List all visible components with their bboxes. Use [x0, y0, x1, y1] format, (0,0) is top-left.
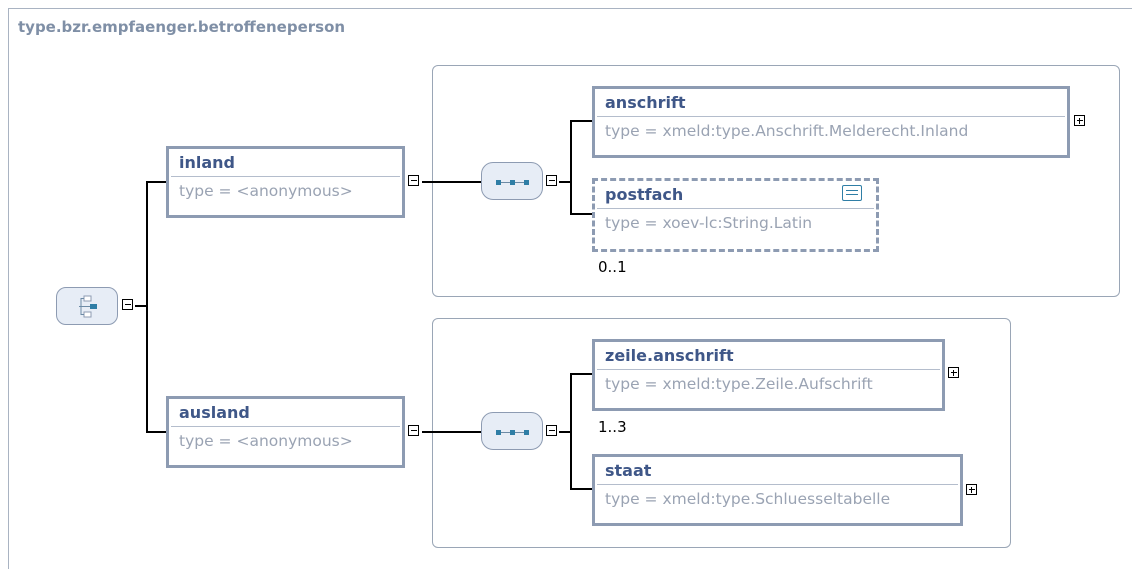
connector [570, 488, 592, 490]
connector [135, 305, 147, 307]
choice-symbol [79, 295, 97, 318]
connector [570, 373, 572, 489]
expand-zeile-anschrift-plus-box-icon[interactable] [948, 367, 959, 378]
collapse-ausland-minus-box-icon[interactable] [408, 425, 419, 436]
connector [570, 120, 572, 214]
element-type: type = xoev-lc:String.Latin [605, 214, 813, 232]
element-name: anschrift [595, 89, 1067, 117]
connector [559, 431, 571, 433]
expand-staat-plus-box-icon[interactable] [966, 484, 977, 495]
sequence-symbol [496, 180, 530, 185]
element-name: inland [169, 149, 402, 177]
connector [570, 120, 592, 122]
sequence-compositor-icon[interactable] [481, 162, 543, 200]
connector [146, 181, 166, 183]
collapse-sequence-minus-box-icon[interactable] [546, 175, 557, 186]
element-name: ausland [169, 399, 402, 427]
documentation-icon[interactable] [842, 185, 862, 201]
element-type: type = xmeld:type.Schluesseltabelle [605, 490, 891, 508]
element-staat[interactable]: staat type = xmeld:type.Schluesseltabell… [592, 454, 963, 526]
connector [559, 181, 571, 183]
collapse-choice-minus-box-icon[interactable] [122, 299, 133, 310]
diagram-frame [8, 8, 1132, 569]
sequence-symbol [496, 430, 530, 435]
connector [570, 373, 592, 375]
element-name: postfach [595, 181, 876, 209]
element-type: type = <anonymous> [179, 182, 353, 200]
occurrence-label: 0..1 [598, 258, 627, 276]
element-inland[interactable]: inland type = <anonymous> [166, 146, 405, 218]
connector [146, 181, 148, 431]
element-postfach[interactable]: postfach type = xoev-lc:String.Latin [592, 178, 879, 252]
sequence-compositor-icon[interactable] [481, 412, 543, 450]
element-type: type = <anonymous> [179, 432, 353, 450]
collapse-inland-minus-box-icon[interactable] [408, 175, 419, 186]
occurrence-label: 1..3 [598, 418, 627, 436]
element-type: type = xmeld:type.Zeile.Aufschrift [605, 375, 873, 393]
expand-anschrift-plus-box-icon[interactable] [1074, 115, 1085, 126]
connector [422, 181, 481, 183]
choice-compositor-icon[interactable] [56, 287, 118, 325]
element-anschrift[interactable]: anschrift type = xmeld:type.Anschrift.Me… [592, 86, 1070, 158]
diagram-title: type.bzr.empfaenger.betroffeneperson [18, 18, 346, 36]
element-name: zeile.anschrift [595, 342, 942, 370]
connector [570, 213, 592, 215]
element-type: type = xmeld:type.Anschrift.Melderecht.I… [605, 122, 969, 140]
collapse-sequence-minus-box-icon[interactable] [546, 425, 557, 436]
connector [422, 431, 481, 433]
element-name: staat [595, 457, 960, 485]
element-ausland[interactable]: ausland type = <anonymous> [166, 396, 405, 468]
connector [146, 431, 166, 433]
element-zeile-anschrift[interactable]: zeile.anschrift type = xmeld:type.Zeile.… [592, 339, 945, 411]
